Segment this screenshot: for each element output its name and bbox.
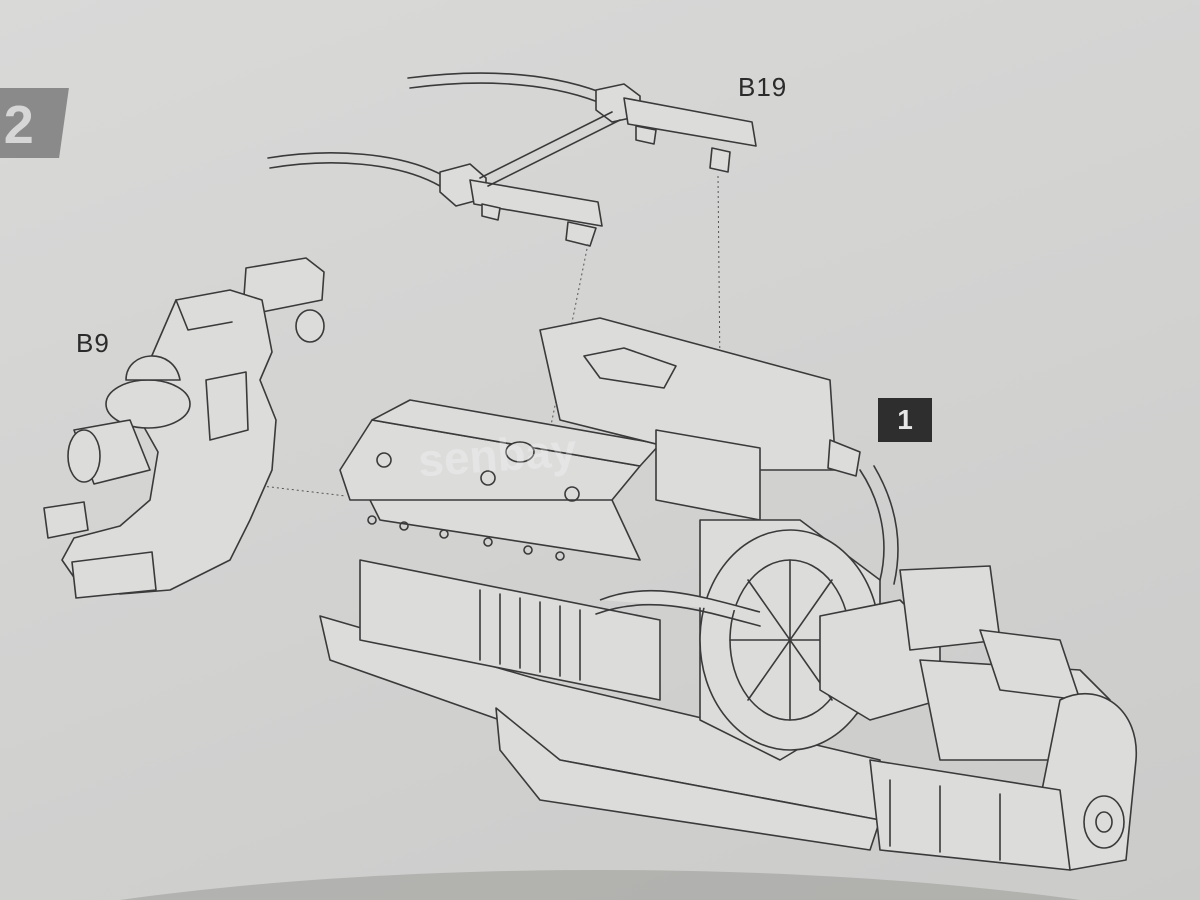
part-b9-drawing bbox=[43, 257, 325, 599]
sub-step-number: 1 bbox=[897, 404, 913, 435]
part-b19-drawing bbox=[267, 72, 757, 247]
guide-line bbox=[261, 485, 347, 497]
part-label-b19: B19 bbox=[738, 72, 788, 102]
watermark-text: senbay bbox=[416, 423, 579, 487]
part-label-b9: B9 bbox=[76, 328, 110, 358]
engine-drawing bbox=[319, 317, 1137, 871]
sub-step-badge: 1 bbox=[878, 398, 932, 442]
guide-line bbox=[717, 175, 721, 373]
